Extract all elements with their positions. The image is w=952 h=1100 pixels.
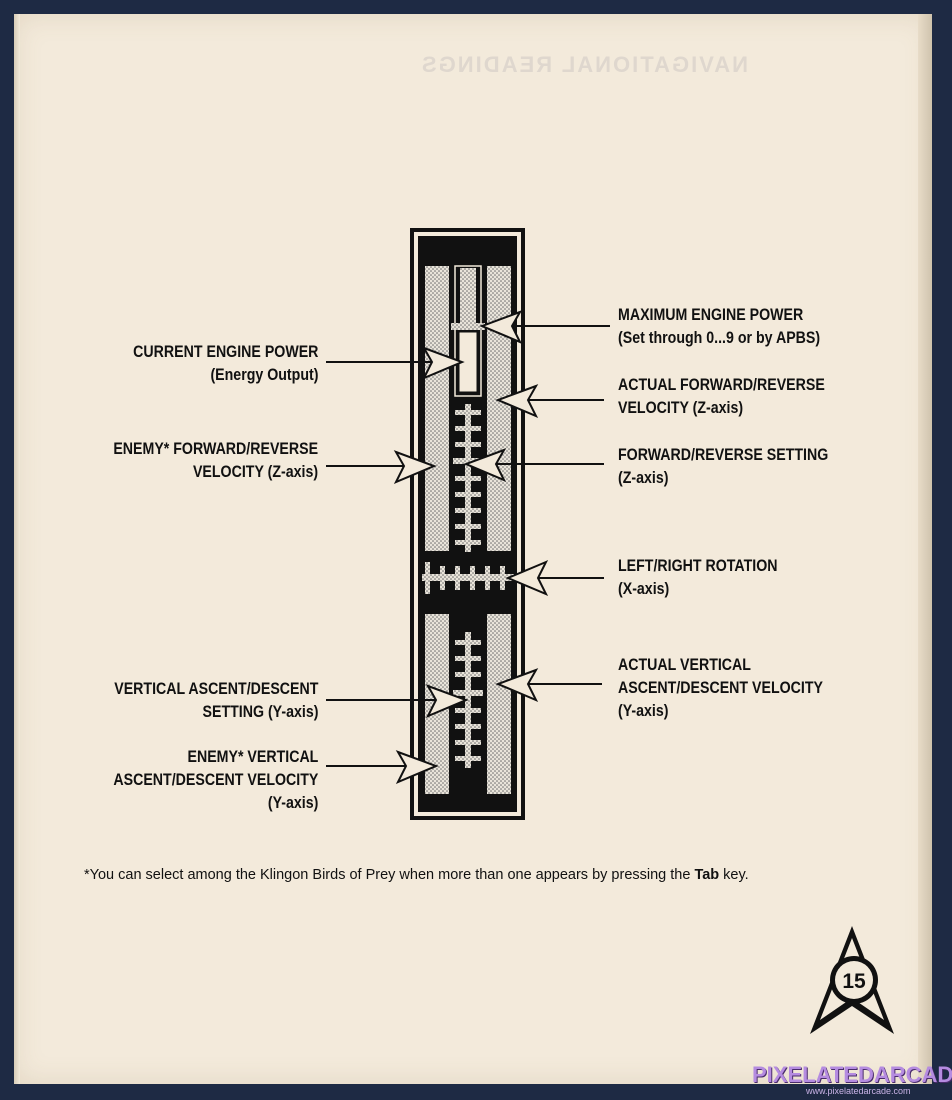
label-actual-forward: ACTUAL FORWARD/REVERSE VELOCITY (Z-axis) — [618, 376, 825, 417]
lower-right-bar — [487, 614, 511, 794]
pointer-vertical-setting — [326, 684, 469, 718]
label-max-power: MAXIMUM ENGINE POWER (Set through 0...9 … — [618, 306, 821, 347]
label-actual-vertical: ACTUAL VERTICAL ASCENT/DESCENT VELOCITY … — [618, 656, 823, 720]
tab-key: Tab — [694, 867, 720, 883]
label-enemy-forward: ENEMY* FORWARD/REVERSE VELOCITY (Z-axis) — [113, 440, 318, 481]
page-number: 15 — [842, 970, 866, 993]
rotation-scale — [422, 562, 514, 594]
watermark-url: www.pixelatedarcade.com — [806, 1086, 911, 1096]
pointer-max-power — [479, 310, 610, 344]
pointer-actual-vertical — [495, 668, 602, 702]
pointer-actual-forward — [495, 384, 604, 418]
pointer-forward-setting — [463, 448, 604, 482]
forward-reverse-scale — [453, 404, 483, 552]
page-spine — [14, 14, 20, 1084]
label-vertical-setting: VERTICAL ASCENT/DESCENT SETTING (Y-axis) — [113, 680, 318, 721]
label-rotation: LEFT/RIGHT ROTATION (X-axis) — [618, 557, 778, 598]
pointer-rotation — [505, 560, 604, 596]
page-edge — [918, 14, 932, 1084]
label-current-power: CURRENT ENGINE POWER (Energy Output) — [132, 343, 318, 384]
label-enemy-vertical: ENEMY* VERTICAL ASCENT/DESCENT VELOCITY … — [113, 748, 318, 812]
watermark-brand: PIXELATEDARCADE — [752, 1062, 952, 1087]
upper-left-bar — [425, 266, 449, 551]
upper-right-bar — [487, 266, 511, 551]
pointer-enemy-vertical — [326, 750, 439, 784]
power-gauge-fill — [460, 268, 476, 326]
show-through-text: NAVIGATIONAL READINGS — [420, 52, 749, 77]
max-power-marker — [451, 323, 485, 330]
pointer-enemy-forward — [326, 450, 437, 484]
pointer-current-power — [326, 346, 465, 380]
label-forward-setting: FORWARD/REVERSE SETTING (Z-axis) — [618, 446, 829, 487]
starfleet-insignia-icon: 15 — [810, 926, 894, 1034]
footnote: *You can select among the Klingon Birds … — [84, 867, 749, 883]
